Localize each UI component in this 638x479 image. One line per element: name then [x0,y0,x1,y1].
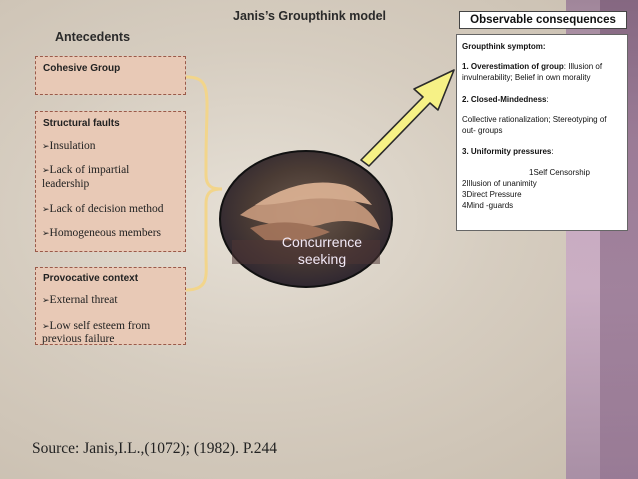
symptom-heading: Groupthink symptom: [462,42,546,51]
check-arrow-icon: ➢ [42,166,50,176]
list-item: ➢Lack of decision method [42,203,164,215]
symptom-3: 3. Uniformity pressures: [462,147,554,156]
check-arrow-icon: ➢ [42,229,50,239]
list-item: ➢Lack of impartial [42,164,130,176]
list-item: ➢Low self esteem from [42,320,151,332]
sub-symptom: 4Mind -guards [462,201,514,210]
source-citation: Source: Janis,I.L.,(1072); (1982). P.244 [32,440,277,457]
symptom-2-detail: out- groups [462,126,503,135]
consequence-arrow [360,69,455,167]
check-arrow-icon: ➢ [42,322,50,332]
structural-faults-title: Structural faults [43,118,120,129]
check-arrow-icon: ➢ [42,205,50,215]
symptom-1: 1. Overestimation of group: Illusion of [462,62,603,71]
grouping-bracket [185,75,223,292]
check-arrow-icon: ➢ [42,142,50,152]
symptom-2: 2. Closed-Mindedness: [462,95,549,104]
cohesive-group-box: Cohesive Group [35,56,186,95]
observable-consequences-header: Observable consequences [459,11,627,29]
seeking-line: seeking [297,251,347,267]
symptom-1-detail: invulnerability; Belief in own morality [462,73,591,82]
check-arrow-icon: ➢ [42,296,50,306]
structural-faults-box: Structural faults ➢Insulation ➢Lack of i… [35,111,186,252]
concurrence-seeking-label: Concurrence seeking [262,234,382,268]
hands-photo [232,182,380,264]
antecedents-heading: Antecedents [55,30,131,44]
list-item-continuation: previous failure [42,333,115,345]
diagram-title: Janis’s Groupthink model [233,9,387,23]
sub-symptom: 3Direct Pressure [462,190,522,199]
list-item: ➢Homogeneous members [42,227,162,239]
provocative-context-box: Provocative context ➢External threat ➢Lo… [35,267,186,345]
consequences-box: Groupthink symptom: 1. Overestimation of… [456,34,628,231]
concurrence-line: Concurrence [281,234,363,250]
provocative-context-title: Provocative context [43,273,139,284]
cohesive-group-title: Cohesive Group [43,63,121,74]
symptom-2-detail: Collective rationalization; Stereotyping… [462,115,607,124]
sub-symptom: 2Illusion of unanimity [462,179,537,188]
list-item: ➢Insulation [42,140,96,152]
list-item-continuation: leadership [42,178,90,190]
list-item: ➢External threat [42,294,118,306]
sub-symptom: 1Self Censorship [529,168,590,177]
